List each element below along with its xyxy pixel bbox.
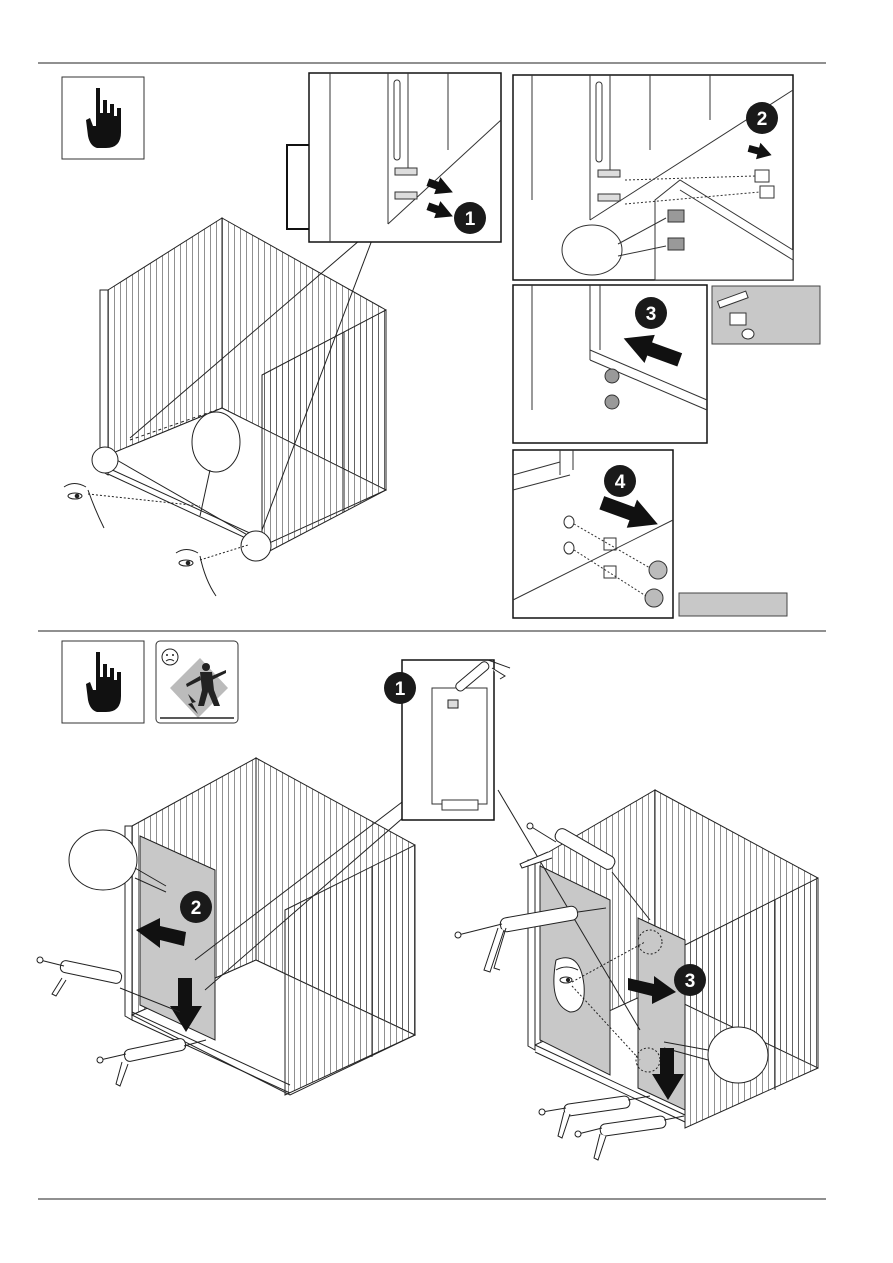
eye-icon: [176, 545, 248, 596]
silicone-gun-icon: [97, 1038, 206, 1086]
step-number: 3: [646, 304, 657, 325]
step-number: 2: [757, 109, 768, 130]
step-number: 4: [615, 472, 626, 493]
hand-caution-icon: [62, 77, 144, 159]
detail-step-1: 1: [309, 73, 501, 242]
detail-step-1-bottom: 1: [384, 660, 510, 820]
electric-shock-warning-icon: [156, 641, 238, 723]
gray-label-box: [679, 593, 787, 616]
step-number: 1: [465, 209, 476, 230]
parts-box: [712, 286, 820, 344]
shower-enclosure-diagram-left: [69, 758, 415, 1095]
sad-face-icon: [162, 649, 178, 665]
shower-enclosure-diagram-top: [100, 218, 386, 555]
detail-step-2: 2: [513, 75, 793, 280]
hand-caution-icon: [62, 641, 144, 723]
silicone-gun-icon: [575, 1115, 684, 1160]
detail-step-4: 4: [513, 450, 673, 618]
step-number: 1: [395, 679, 406, 700]
step-number: 3: [685, 971, 696, 992]
step-number: 2: [191, 898, 202, 919]
detail-step-3: 3: [513, 285, 707, 443]
